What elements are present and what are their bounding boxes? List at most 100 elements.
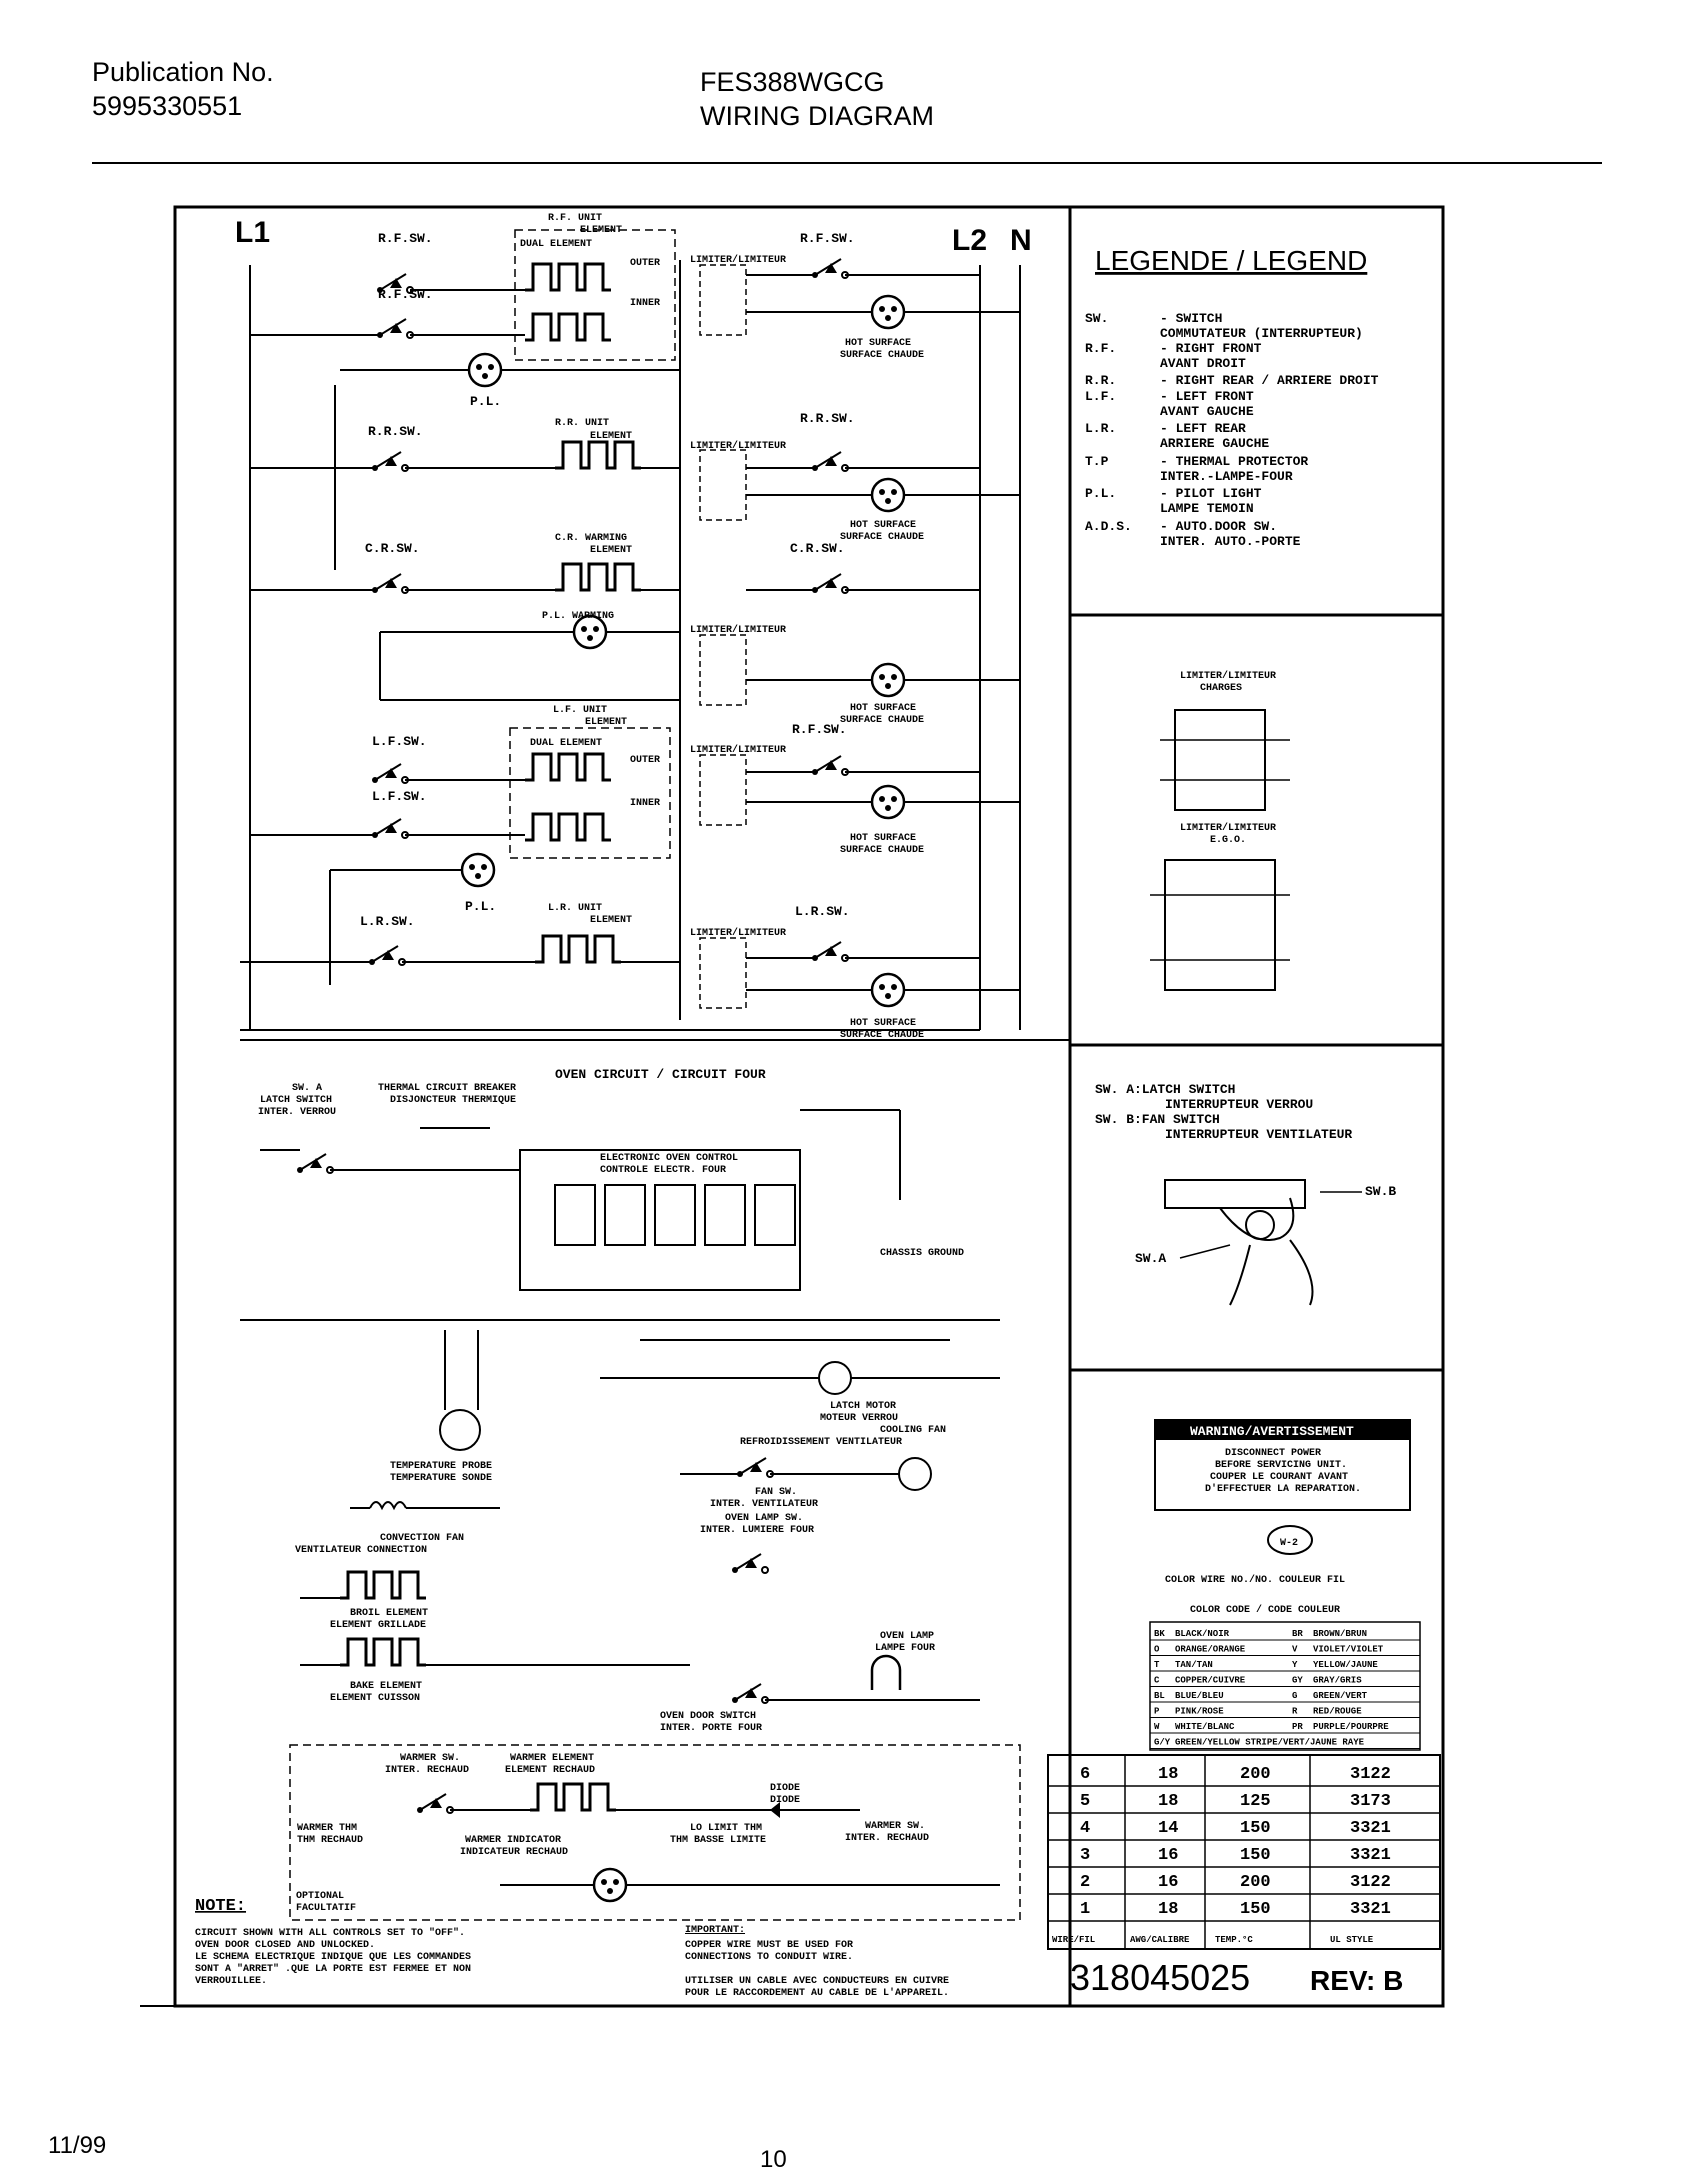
cr-sw2-label: C.R.SW. xyxy=(790,541,845,556)
oven-lamp xyxy=(870,1654,902,1690)
svg-text:L.R.: L.R. xyxy=(1085,421,1116,436)
oven-latch-switch: LATCH SWITCH xyxy=(260,1095,332,1106)
warmer-ind1: WARMER INDICATOR xyxy=(465,1835,561,1846)
cooling1: COOLING FAN xyxy=(880,1425,946,1436)
broil1: BROIL ELEMENT xyxy=(350,1608,428,1619)
color-code-cell: T xyxy=(1154,1660,1160,1670)
svg-text:- LEFT REAR: - LEFT REAR xyxy=(1160,421,1246,436)
rf-sw2-label: R.F.SW. xyxy=(800,231,855,246)
color-code-cell: WHITE/BLANC xyxy=(1175,1722,1235,1732)
color-code-cell: BLUE/BLEU xyxy=(1175,1691,1224,1701)
warmer-sw2: INTER. RECHAUD xyxy=(385,1765,469,1776)
color-code-cell: GRAY/GRIS xyxy=(1313,1676,1362,1686)
latch-motor1: LATCH MOTOR xyxy=(830,1401,896,1412)
svg-text:SONT A "ARRET" .QUE LA PORTE E: SONT A "ARRET" .QUE LA PORTE EST FERMEE … xyxy=(195,1963,471,1975)
color-code-cell: BROWN/BRUN xyxy=(1313,1629,1367,1639)
wire-table-cell: 16 xyxy=(1158,1846,1178,1865)
broil2: ELEMENT GRILLADE xyxy=(330,1620,426,1631)
svg-text:D'EFFECTUER LA REPARATION.: D'EFFECTUER LA REPARATION. xyxy=(1205,1483,1361,1495)
fan-switch xyxy=(736,1457,774,1478)
rf-switch-b xyxy=(376,318,414,339)
lf-hot1: HOT SURFACE xyxy=(850,833,916,844)
rf-limiter-label: LIMITER/LIMITEUR xyxy=(690,254,786,266)
wire-table-cell: 2 xyxy=(1080,1873,1090,1892)
oven-control2: CONTROLE ELECTR. FOUR xyxy=(600,1165,726,1176)
lr-hot-surface-light xyxy=(870,972,906,1008)
lr-switch-label: L.R.SW. xyxy=(360,914,415,929)
lr-sw2 xyxy=(811,941,849,962)
switch-assembly-drawing xyxy=(1164,1179,1314,1306)
lf-sw2-label: R.F.SW. xyxy=(792,722,847,737)
n-label: N xyxy=(1010,224,1032,257)
svg-text:UTILISER UN CABLE AVEC CONDUCT: UTILISER UN CABLE AVEC CONDUCTEURS EN CU… xyxy=(685,1976,949,1987)
wire-table-cell: 6 xyxy=(1080,1765,1090,1784)
svg-text:POUR LE RACCORDEMENT AU CABLE: POUR LE RACCORDEMENT AU CABLE DE L'APPAR… xyxy=(685,1987,949,1999)
convection-fan xyxy=(350,1501,500,1511)
lf-unit-label: L.F. UNIT xyxy=(553,705,607,716)
color-code-line: COLOR CODE / CODE COULEUR xyxy=(1190,1604,1340,1616)
color-code-cell: Y xyxy=(1292,1660,1298,1670)
rf-hot-surface-light xyxy=(870,294,906,330)
diode-symbol xyxy=(770,1802,780,1818)
probe1: TEMPERATURE PROBE xyxy=(390,1461,492,1472)
color-code-cell: C xyxy=(1154,1676,1160,1686)
rf-inner-coil xyxy=(523,312,613,342)
oven-breaker2: DISJONCTEUR THERMIQUE xyxy=(390,1095,516,1106)
color-code-cell: ORANGE/ORANGE xyxy=(1175,1645,1246,1655)
header-rule xyxy=(92,162,1602,164)
lamp1: OVEN LAMP xyxy=(880,1631,934,1642)
svg-text:SW.: SW. xyxy=(1085,311,1108,326)
svg-text:INTER. AUTO.-PORTE: INTER. AUTO.-PORTE xyxy=(1160,534,1301,549)
lamp-sw1: OVEN LAMP SW. xyxy=(725,1513,803,1524)
warning-lines: DISCONNECT POWER BEFORE SERVICING UNIT. … xyxy=(1205,1448,1361,1495)
svg-text:- RIGHT REAR / ARRIERE DROIT: - RIGHT REAR / ARRIERE DROIT xyxy=(1160,373,1379,388)
svg-text:- PILOT LIGHT: - PILOT LIGHT xyxy=(1160,486,1262,501)
warmer-thm2: THM RECHAUD xyxy=(297,1835,363,1846)
latch-motor2: MOTEUR VERROU xyxy=(820,1413,898,1424)
cr-hot1: HOT SURFACE xyxy=(850,703,916,714)
oven-door-switch xyxy=(731,1683,769,1704)
svg-text:OVEN DOOR CLOSED AND UNLOCKED.: OVEN DOOR CLOSED AND UNLOCKED. xyxy=(195,1940,375,1951)
color-code-cell: V xyxy=(1292,1645,1298,1655)
fan-sw1: FAN SW. xyxy=(755,1487,797,1498)
lf-switch-b-label: L.F.SW. xyxy=(372,789,427,804)
lf-inner-coil xyxy=(523,812,613,842)
bake-element xyxy=(338,1637,428,1667)
svg-text:A.D.S.: A.D.S. xyxy=(1085,519,1132,534)
cr-pl-label: P.L. WARMING xyxy=(542,611,614,622)
rr-sw2-label: R.R.SW. xyxy=(800,411,855,426)
color-code-cell: W xyxy=(1154,1722,1160,1732)
wsw1: WARMER SW. xyxy=(865,1821,925,1832)
chassis-ground: CHASSIS GROUND xyxy=(880,1248,964,1259)
lf-pl-label: P.L. xyxy=(465,899,496,914)
lamp-sw2: INTER. LUMIERE FOUR xyxy=(700,1525,814,1536)
lf-limiter xyxy=(699,754,747,826)
color-code-cell: R xyxy=(1292,1707,1298,1717)
wire-table-cell: 3 xyxy=(1080,1846,1090,1865)
svg-text:T.P: T.P xyxy=(1085,454,1109,469)
rr-limiter-label: LIMITER/LIMITEUR xyxy=(690,440,786,452)
probe2: TEMPERATURE SONDE xyxy=(390,1473,492,1484)
color-code-cell: PURPLE/POURPRE xyxy=(1313,1722,1389,1732)
rf-outer-label: OUTER xyxy=(630,258,660,269)
diode1: DIODE xyxy=(770,1783,800,1794)
wire-table-cell: 3321 xyxy=(1350,1819,1391,1838)
lf-inner-label: INNER xyxy=(630,798,660,809)
lf-dual-label: DUAL ELEMENT xyxy=(530,738,602,749)
lf-hot-surface-light xyxy=(870,784,906,820)
color-code-cell: PINK/ROSE xyxy=(1175,1707,1224,1717)
wire-tag-oval xyxy=(1267,1525,1313,1555)
warning-title: WARNING/AVERTISSEMENT xyxy=(1190,1424,1354,1439)
lf-pilot-light xyxy=(460,852,496,888)
cooling-fan xyxy=(898,1457,932,1491)
color-code-cell: YELLOW/JAUNE xyxy=(1313,1660,1378,1670)
oven-relays xyxy=(554,1184,796,1246)
lolimit2: THM BASSE LIMITE xyxy=(670,1835,766,1846)
svg-text:- SWITCH: - SWITCH xyxy=(1160,311,1222,326)
svg-text:L.F.: L.F. xyxy=(1085,389,1116,404)
bake1: BAKE ELEMENT xyxy=(350,1681,422,1692)
svg-text:AVANT GAUCHE: AVANT GAUCHE xyxy=(1160,404,1254,419)
door2: INTER. PORTE FOUR xyxy=(660,1723,762,1734)
lf-outer-coil xyxy=(523,752,613,782)
color-code-cell: TAN/TAN xyxy=(1175,1660,1213,1670)
